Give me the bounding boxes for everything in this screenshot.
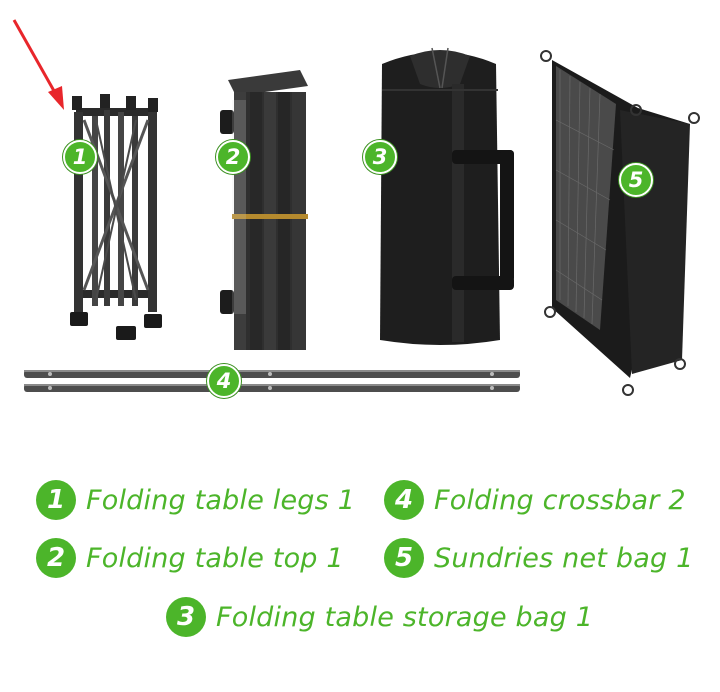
legend-label: Folding table legs 1 <box>86 484 356 516</box>
legend-item-3: 3 Folding table storage bag 1 <box>166 597 593 637</box>
folding-crossbar-illustration <box>24 370 520 392</box>
legend-item-2: 2 Folding table top 1 <box>36 538 344 578</box>
item-badge-5: 5 <box>619 163 653 197</box>
legend-number-badge: 3 <box>166 597 206 637</box>
legend-number-badge: 2 <box>36 538 76 578</box>
folding-table-top-illustration <box>220 70 308 350</box>
legend-label: Folding table storage bag 1 <box>216 601 594 633</box>
legend-label: Folding table top 1 <box>86 542 344 574</box>
storage-bag-illustration <box>380 47 514 345</box>
legend-number-badge: 4 <box>384 480 424 520</box>
legend-number-badge: 1 <box>36 480 76 520</box>
legend-number-badge: 5 <box>384 538 424 578</box>
legend-item-5: 5 Sundries net bag 1 <box>384 538 693 578</box>
product-parts-illustration <box>12 19 700 396</box>
product-parts-scene: 1 2 3 4 5 <box>12 19 700 398</box>
legend-label: Folding crossbar 2 <box>434 484 686 516</box>
red-arrow-icon <box>12 19 64 110</box>
legend-item-4: 4 Folding crossbar 2 <box>384 480 686 520</box>
item-badge-2: 2 <box>216 140 250 174</box>
legend-item-1: 1 Folding table legs 1 <box>36 480 355 520</box>
item-badge-4: 4 <box>207 364 241 398</box>
sundries-net-bag-illustration <box>540 50 700 396</box>
legend-label: Sundries net bag 1 <box>434 542 694 574</box>
item-badge-1: 1 <box>63 140 97 174</box>
item-badge-3: 3 <box>363 140 397 174</box>
folding-table-legs-illustration <box>70 94 162 340</box>
